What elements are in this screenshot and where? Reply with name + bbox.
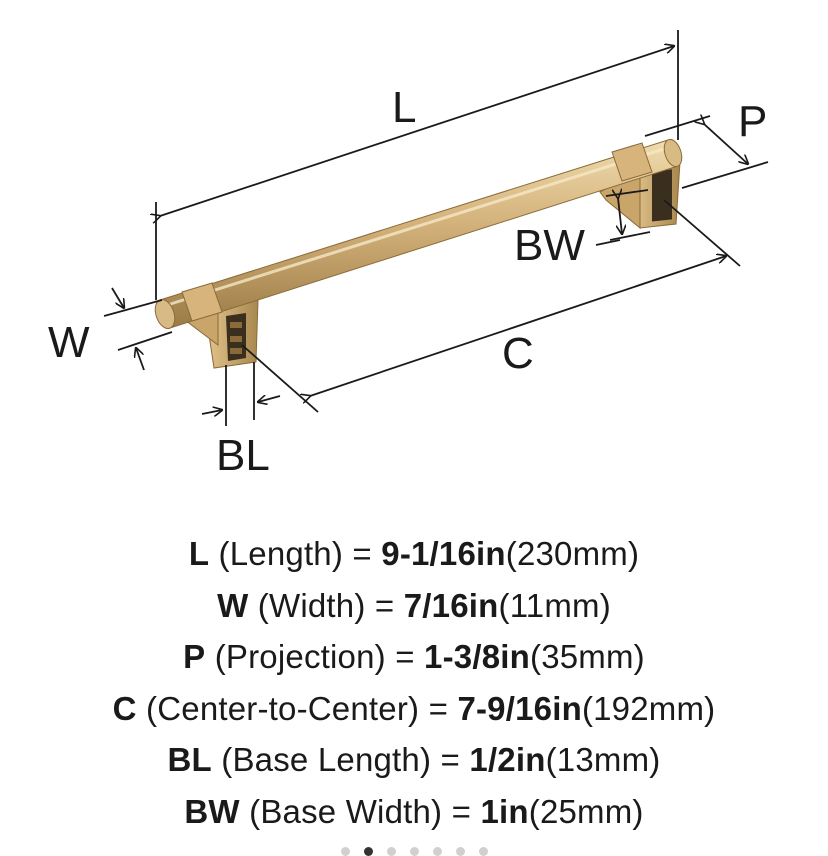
dim-C-line bbox=[310, 256, 726, 396]
pagination-dot[interactable] bbox=[386, 847, 396, 856]
dim-BL-arrow-left bbox=[201, 410, 222, 414]
dim-label-L: L bbox=[392, 83, 416, 132]
dim-label-BL: BL bbox=[216, 431, 270, 480]
pagination-dot[interactable] bbox=[340, 847, 350, 856]
dim-P-line bbox=[704, 124, 748, 164]
dim-W-arrow-bottom bbox=[136, 348, 145, 371]
spec-imperial: 1in bbox=[480, 792, 529, 830]
spec-key: BL bbox=[167, 741, 212, 778]
pagination-dot[interactable] bbox=[363, 847, 373, 856]
dim-BW-leader bbox=[595, 239, 621, 246]
spec-key: C bbox=[112, 689, 137, 727]
dim-BW-extension-bottom bbox=[609, 231, 651, 241]
left-base bbox=[184, 299, 259, 369]
dimension-specs-list: L (Length) = 9-1/16in(230mm) W (Width) =… bbox=[0, 528, 828, 837]
dim-W-extension-bottom bbox=[117, 331, 173, 351]
spec-imperial: 7/16in bbox=[403, 586, 499, 624]
spec-row-width: W (Width) = 7/16in(11mm) bbox=[0, 580, 828, 632]
spec-key: P bbox=[183, 638, 206, 675]
spec-desc: (Length) = bbox=[209, 535, 382, 572]
spec-row-projection: P (Projection) = 1-3/8in(35mm) bbox=[0, 631, 828, 683]
spec-metric: (25mm) bbox=[528, 792, 644, 830]
pagination-dot[interactable] bbox=[409, 847, 419, 856]
dim-label-BW: BW bbox=[514, 221, 585, 270]
spec-row-base-length: BL (Base Length) = 1/2in(13mm) bbox=[0, 734, 828, 786]
spec-metric: (192mm) bbox=[581, 689, 716, 727]
dim-L-line bbox=[160, 46, 674, 216]
pull-bar bbox=[154, 138, 683, 330]
spec-desc: (Projection) = bbox=[205, 638, 425, 675]
spec-metric: (230mm) bbox=[505, 535, 640, 572]
spec-imperial: 1-3/8in bbox=[424, 638, 530, 675]
dim-BW-line bbox=[618, 198, 622, 234]
spec-desc: (Center-to-Center) = bbox=[136, 689, 458, 727]
spec-key: BW bbox=[184, 792, 240, 830]
dim-BL-arrow-right bbox=[258, 396, 281, 402]
spec-desc: (Base Length) = bbox=[211, 741, 470, 778]
spec-metric: (13mm) bbox=[545, 741, 661, 778]
spec-key: W bbox=[217, 586, 249, 624]
pagination-dot[interactable] bbox=[432, 847, 442, 856]
spec-row-center-to-center: C (Center-to-Center) = 7-9/16in(192mm) bbox=[0, 683, 828, 735]
spec-imperial: 7-9/16in bbox=[457, 689, 582, 727]
pull-handle bbox=[154, 138, 683, 369]
dim-P-extension-bottom bbox=[681, 161, 769, 189]
pagination-dot[interactable] bbox=[478, 847, 488, 856]
dimension-lines bbox=[103, 30, 769, 426]
spec-imperial: 9-1/16in bbox=[381, 535, 506, 572]
cabinet-pull-dimension-diagram: L P BW W C BL bbox=[48, 30, 769, 480]
spec-metric: (35mm) bbox=[530, 638, 645, 675]
dim-label-P: P bbox=[738, 97, 767, 146]
dim-label-C: C bbox=[502, 329, 534, 378]
spec-desc: (Width) = bbox=[248, 586, 404, 624]
dim-W-arrow-top bbox=[111, 287, 124, 308]
spec-row-base-width: BW (Base Width) = 1in(25mm) bbox=[0, 786, 828, 838]
dim-W-extension-top bbox=[103, 299, 163, 317]
pagination-dot[interactable] bbox=[455, 847, 465, 856]
carousel-pagination bbox=[0, 843, 828, 856]
spec-key: L bbox=[188, 535, 210, 572]
spec-desc: (Base Width) = bbox=[239, 792, 481, 830]
spec-metric: (11mm) bbox=[498, 586, 611, 624]
dim-label-W: W bbox=[48, 318, 90, 367]
dim-C-extension-right bbox=[663, 199, 741, 267]
spec-row-length: L (Length) = 9-1/16in(230mm) bbox=[0, 528, 828, 580]
spec-imperial: 1/2in bbox=[469, 741, 546, 778]
